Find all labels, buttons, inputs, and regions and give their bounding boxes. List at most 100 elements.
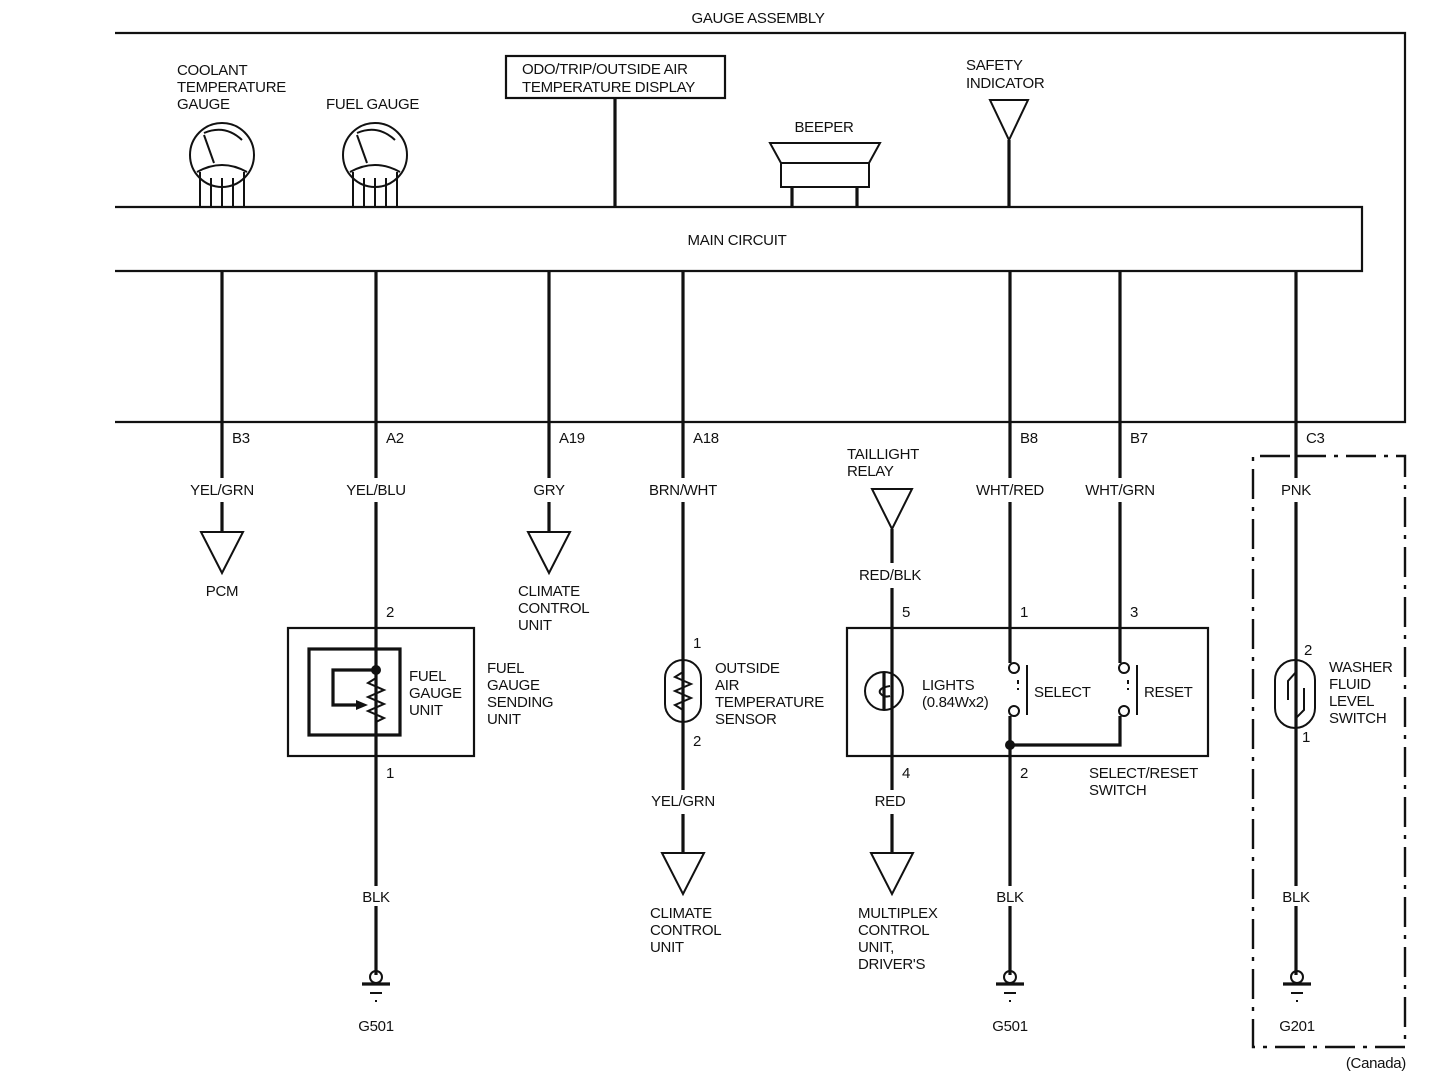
svg-text:TAILLIGHT: TAILLIGHT <box>847 446 919 463</box>
svg-text:3: 3 <box>1130 604 1138 621</box>
svg-text:BLK: BLK <box>362 889 390 906</box>
gauge-assembly-title: GAUGE ASSEMBLY <box>691 10 824 27</box>
svg-text:FUEL: FUEL <box>487 660 524 677</box>
svg-text:COOLANT: COOLANT <box>177 62 248 79</box>
svg-text:LEVEL: LEVEL <box>1329 693 1374 710</box>
svg-text:SWITCH: SWITCH <box>1089 782 1146 799</box>
connector-arrow-icon <box>660 852 706 897</box>
svg-text:1: 1 <box>693 635 701 652</box>
svg-text:CONTROL: CONTROL <box>518 600 589 617</box>
main-circuit-box <box>115 205 1364 273</box>
svg-text:TEMPERATURE DISPLAY: TEMPERATURE DISPLAY <box>522 79 695 96</box>
terminal-wires <box>220 271 1298 478</box>
beeper: BEEPER <box>768 119 882 207</box>
svg-text:ODO/TRIP/OUTSIDE AIR: ODO/TRIP/OUTSIDE AIR <box>522 61 688 78</box>
wire-brn-wht: BRN/WHT <box>649 482 717 499</box>
svg-text:PCM: PCM <box>206 583 238 600</box>
svg-text:OUTSIDE: OUTSIDE <box>715 660 780 677</box>
svg-text:(0.84Wx2): (0.84Wx2) <box>922 694 989 711</box>
svg-text:SENSOR: SENSOR <box>715 711 777 728</box>
svg-text:UNIT: UNIT <box>650 939 684 956</box>
svg-text:UNIT: UNIT <box>518 617 552 634</box>
pin-b8: B8 <box>1020 430 1038 447</box>
thermistor-icon <box>664 659 702 723</box>
wire-label-gap <box>1279 481 1314 500</box>
svg-text:G501: G501 <box>358 1018 394 1035</box>
svg-text:TEMPERATURE: TEMPERATURE <box>177 79 286 96</box>
svg-text:2: 2 <box>1020 765 1028 782</box>
wire-label-gap <box>344 481 408 500</box>
wire-gry: GRY <box>533 482 565 499</box>
svg-text:MULTIPLEX: MULTIPLEX <box>858 905 938 922</box>
climate-control-branch-top: CLIMATE CONTROL UNIT <box>518 502 590 634</box>
wire-label-gap <box>188 481 256 500</box>
wire-yel-grn: YEL/GRN <box>190 482 254 499</box>
svg-text:G201: G201 <box>1279 1018 1315 1035</box>
svg-text:RELAY: RELAY <box>847 463 894 480</box>
svg-text:1: 1 <box>1302 729 1310 746</box>
main-circuit-label: MAIN CIRCUIT <box>688 232 787 249</box>
switch-contact-icon <box>1118 662 1130 674</box>
svg-text:SAFETY: SAFETY <box>966 57 1023 74</box>
svg-text:RED/BLK: RED/BLK <box>859 567 921 584</box>
washer-fluid-level-switch: 2 WASHER FLUID LEVEL SWITCH 1 BLK G201 (… <box>1251 454 1407 1072</box>
wire-wht-red: WHT/RED <box>976 482 1044 499</box>
pcm-branch: PCM <box>199 502 245 600</box>
pin-a19: A19 <box>559 430 585 447</box>
svg-text:2: 2 <box>693 733 701 750</box>
pin-a18: A18 <box>693 430 719 447</box>
svg-text:RESET: RESET <box>1144 684 1193 701</box>
connector-arrow-icon <box>869 852 915 897</box>
select-reset-switch: 1 3 SELECT RESET 2 SELECT/RESET SWITCH B… <box>845 502 1210 1035</box>
svg-text:UNIT,: UNIT, <box>858 939 894 956</box>
coolant-temperature-gauge: COOLANT TEMPERATURE GAUGE <box>177 62 287 207</box>
gauge-assembly-outline <box>115 31 1407 424</box>
svg-text:GAUGE: GAUGE <box>487 677 540 694</box>
svg-text:SENDING: SENDING <box>487 694 553 711</box>
svg-text:INDICATOR: INDICATOR <box>966 75 1045 92</box>
fuel-gauge: FUEL GAUGE <box>326 96 420 207</box>
wire-pnk: PNK <box>1281 482 1311 499</box>
odo-trip-display: ODO/TRIP/OUTSIDE AIR TEMPERATURE DISPLAY <box>504 54 727 207</box>
svg-text:GAUGE: GAUGE <box>409 685 462 702</box>
svg-text:UNIT: UNIT <box>487 711 521 728</box>
taillight-relay-branch: TAILLIGHT RELAY RED/BLK 5 LIGHTS (0.84Wx… <box>847 446 989 973</box>
canada-note: (Canada) <box>1346 1055 1406 1072</box>
svg-text:SELECT/RESET: SELECT/RESET <box>1089 765 1198 782</box>
svg-text:1: 1 <box>1020 604 1028 621</box>
svg-text:LIGHTS: LIGHTS <box>922 677 975 694</box>
connector-arrow-icon <box>199 531 245 576</box>
wire-yel-blu: YEL/BLU <box>346 482 406 499</box>
switch-contact-icon <box>1008 662 1020 674</box>
terminal-labels: B3 A2 A19 A18 B8 B7 C3 YEL/GRN YEL/BLU G… <box>188 430 1325 500</box>
outside-air-temperature-sensor: 1 OUTSIDE AIR TEMPERATURE SENSOR 2 YEL/G… <box>650 502 825 956</box>
svg-text:WASHER: WASHER <box>1329 659 1393 676</box>
svg-text:G501: G501 <box>992 1018 1028 1035</box>
svg-text:CLIMATE: CLIMATE <box>650 905 712 922</box>
svg-text:2: 2 <box>1304 642 1312 659</box>
safety-indicator: SAFETY INDICATOR <box>966 57 1045 207</box>
wire-label-gap <box>647 481 720 500</box>
svg-text:TEMPERATURE: TEMPERATURE <box>715 694 824 711</box>
pin-b7: B7 <box>1130 430 1148 447</box>
variable-resistor-icon <box>365 677 387 723</box>
connector-arrow-icon <box>870 488 914 532</box>
svg-text:CONTROL: CONTROL <box>650 922 721 939</box>
svg-text:5: 5 <box>902 604 910 621</box>
indicator-triangle-icon <box>988 99 1030 143</box>
pin-a2: A2 <box>386 430 404 447</box>
svg-text:DRIVER'S: DRIVER'S <box>858 956 925 973</box>
svg-text:BEEPER: BEEPER <box>794 119 854 136</box>
svg-text:FUEL: FUEL <box>409 668 446 685</box>
svg-text:SWITCH: SWITCH <box>1329 710 1386 727</box>
pin-b3: B3 <box>232 430 250 447</box>
svg-text:FUEL GAUGE: FUEL GAUGE <box>326 96 419 113</box>
svg-text:SELECT: SELECT <box>1034 684 1091 701</box>
svg-text:YEL/GRN: YEL/GRN <box>651 793 715 810</box>
svg-text:1: 1 <box>386 765 394 782</box>
svg-text:GAUGE: GAUGE <box>177 96 230 113</box>
connector-arrow-icon <box>526 531 572 576</box>
beeper-icon <box>768 142 882 164</box>
svg-text:BLK: BLK <box>1282 889 1310 906</box>
